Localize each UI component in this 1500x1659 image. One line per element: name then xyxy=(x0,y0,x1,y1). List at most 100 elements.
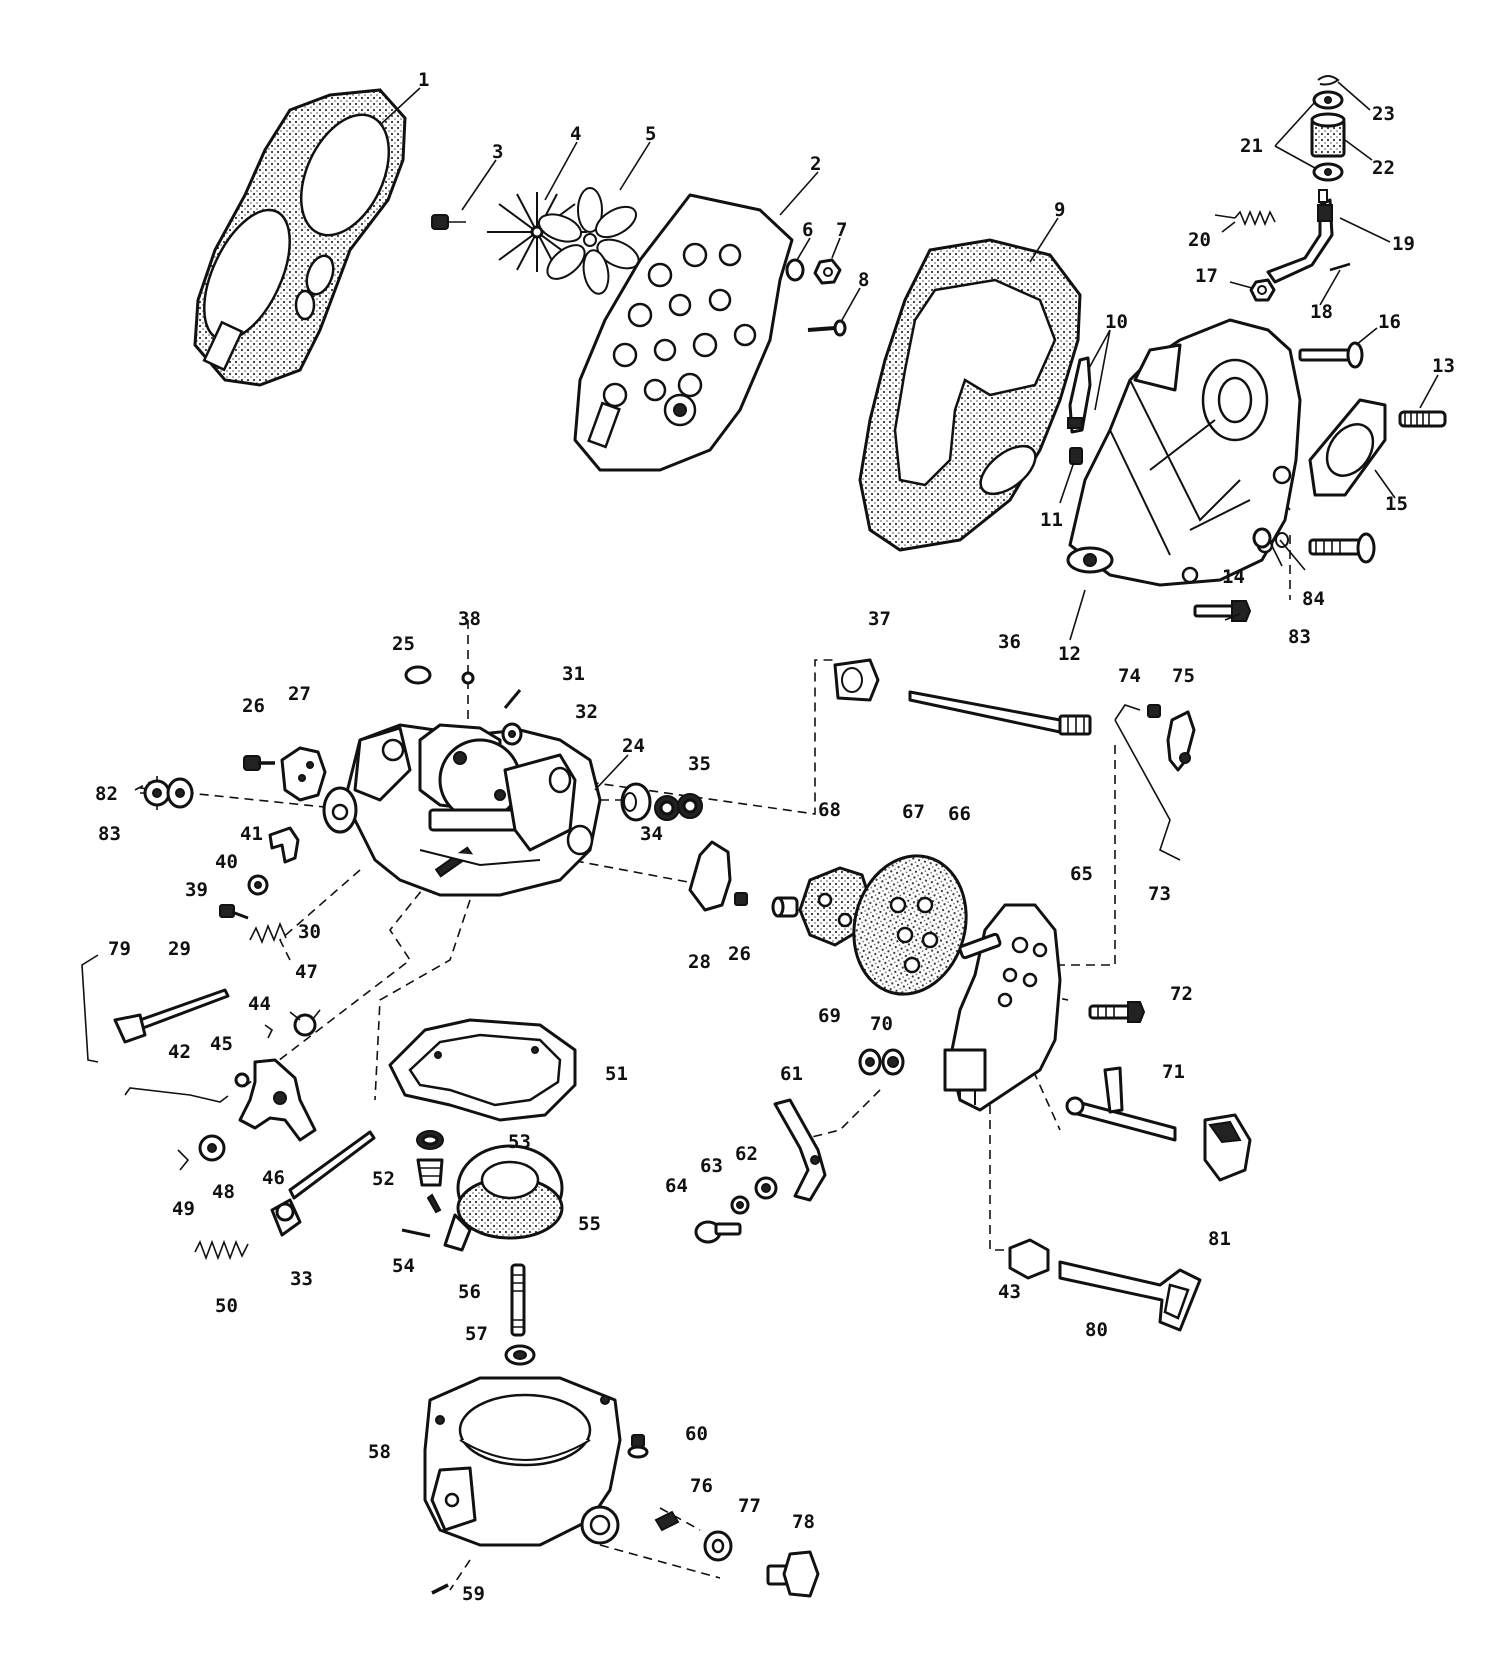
callout-7: 7 xyxy=(836,219,847,241)
part-42-link xyxy=(124,1087,229,1103)
part-15-gasket xyxy=(1308,398,1387,497)
callout-19: 19 xyxy=(1392,233,1415,255)
part-54-pin xyxy=(401,1228,431,1238)
callout-67: 67 xyxy=(902,801,925,823)
part-61-lever xyxy=(773,1098,827,1202)
part-76-jet xyxy=(654,1510,680,1532)
part-45-screw xyxy=(234,1072,250,1088)
callout-76: 76 xyxy=(690,1475,713,1497)
part-31-pin xyxy=(503,689,522,709)
callout-12: 12 xyxy=(1058,643,1081,665)
part-63-washer xyxy=(730,1195,750,1215)
callout-75: 75 xyxy=(1172,665,1195,687)
part-9-gasket xyxy=(858,238,1082,552)
callout-26b: 26 xyxy=(728,943,751,965)
callout-63: 63 xyxy=(700,1155,723,1177)
callout-51: 51 xyxy=(605,1063,628,1085)
callout-57: 57 xyxy=(465,1323,488,1345)
part-25-plug xyxy=(404,665,432,685)
callout-37: 37 xyxy=(868,608,891,630)
callout-13: 13 xyxy=(1432,355,1455,377)
part-35-seals xyxy=(654,793,703,821)
callout-33: 33 xyxy=(290,1268,313,1290)
callout-11: 11 xyxy=(1040,509,1063,531)
part-20-spring xyxy=(1214,209,1276,227)
part-32-washer xyxy=(501,722,523,746)
callout-79: 79 xyxy=(108,938,131,960)
part-6-washer xyxy=(785,258,805,282)
callout-82: 82 xyxy=(95,783,118,805)
callout-50: 50 xyxy=(215,1295,238,1317)
part-56-stud xyxy=(510,1263,526,1337)
callout-65: 65 xyxy=(1070,863,1093,885)
callout-21: 21 xyxy=(1240,135,1263,157)
part-48-washer xyxy=(198,1134,226,1162)
part-79-rod xyxy=(81,954,99,1063)
part-5-reed-valve xyxy=(537,187,640,295)
callout-62: 62 xyxy=(735,1143,758,1165)
callout-47: 47 xyxy=(295,961,318,983)
part-43-clip xyxy=(1008,1238,1050,1280)
callout-74: 74 xyxy=(1118,665,1141,687)
part-70-washer xyxy=(881,1048,905,1076)
part-18-pin xyxy=(1329,262,1351,272)
part-13-stud xyxy=(1398,410,1447,428)
part-78-plug xyxy=(766,1550,820,1598)
callout-45: 45 xyxy=(210,1033,233,1055)
callout-4: 4 xyxy=(570,123,581,145)
callout-32: 32 xyxy=(575,701,598,723)
callout-24: 24 xyxy=(622,735,645,757)
part-1-gasket xyxy=(193,88,407,387)
part-34-bushing xyxy=(620,782,652,822)
callout-6: 6 xyxy=(802,219,813,241)
callout-22: 22 xyxy=(1372,157,1395,179)
part-80-key xyxy=(1058,1260,1202,1332)
part-38-ball xyxy=(461,671,475,685)
callout-34: 34 xyxy=(640,823,663,845)
part-40-nut xyxy=(247,874,269,896)
part-51-gasket xyxy=(388,1018,577,1122)
callout-46: 46 xyxy=(262,1167,285,1189)
callout-64: 64 xyxy=(665,1175,688,1197)
part-65-cover xyxy=(943,903,1062,1112)
callout-31: 31 xyxy=(562,663,585,685)
part-81-knob xyxy=(1203,1113,1252,1182)
callout-38: 38 xyxy=(458,608,481,630)
part-39-screw xyxy=(219,904,249,920)
part-41-bracket xyxy=(268,826,300,864)
callout-56: 56 xyxy=(458,1281,481,1303)
callout-60: 60 xyxy=(685,1423,708,1445)
callout-15: 15 xyxy=(1385,493,1408,515)
part-53-ring xyxy=(416,1130,444,1150)
callout-26a: 26 xyxy=(242,695,265,717)
part-57-washer xyxy=(504,1344,536,1366)
part-23-clip xyxy=(1317,75,1340,86)
callout-49: 49 xyxy=(172,1198,195,1220)
callout-69: 69 xyxy=(818,1005,841,1027)
callout-labels: 1 2 3 4 5 6 7 8 9 10 11 12 13 14 15 16 1… xyxy=(95,69,1455,1605)
part-26-screw-upper xyxy=(243,755,275,771)
callout-5: 5 xyxy=(645,123,656,145)
callout-25: 25 xyxy=(392,633,415,655)
callout-14: 14 xyxy=(1222,566,1245,588)
callout-42: 42 xyxy=(168,1041,191,1063)
callout-61: 61 xyxy=(780,1063,803,1085)
part-49-clip xyxy=(177,1149,190,1171)
callout-77: 77 xyxy=(738,1495,761,1517)
callout-55: 55 xyxy=(578,1213,601,1235)
part-10-lever xyxy=(1067,356,1092,434)
part-47-ball xyxy=(289,1009,321,1037)
part-69-washer xyxy=(858,1048,882,1076)
part-59-pin xyxy=(431,1583,449,1595)
callout-29: 29 xyxy=(168,938,191,960)
part-74-pin xyxy=(1147,704,1161,718)
callout-83a: 83 xyxy=(98,823,121,845)
callout-80: 80 xyxy=(1085,1319,1108,1341)
callout-66: 66 xyxy=(948,803,971,825)
part-55-float xyxy=(443,1144,564,1252)
callout-36: 36 xyxy=(998,631,1021,653)
part-71-shaft xyxy=(1065,1066,1177,1142)
callout-48: 48 xyxy=(212,1181,235,1203)
callout-18: 18 xyxy=(1310,301,1333,323)
